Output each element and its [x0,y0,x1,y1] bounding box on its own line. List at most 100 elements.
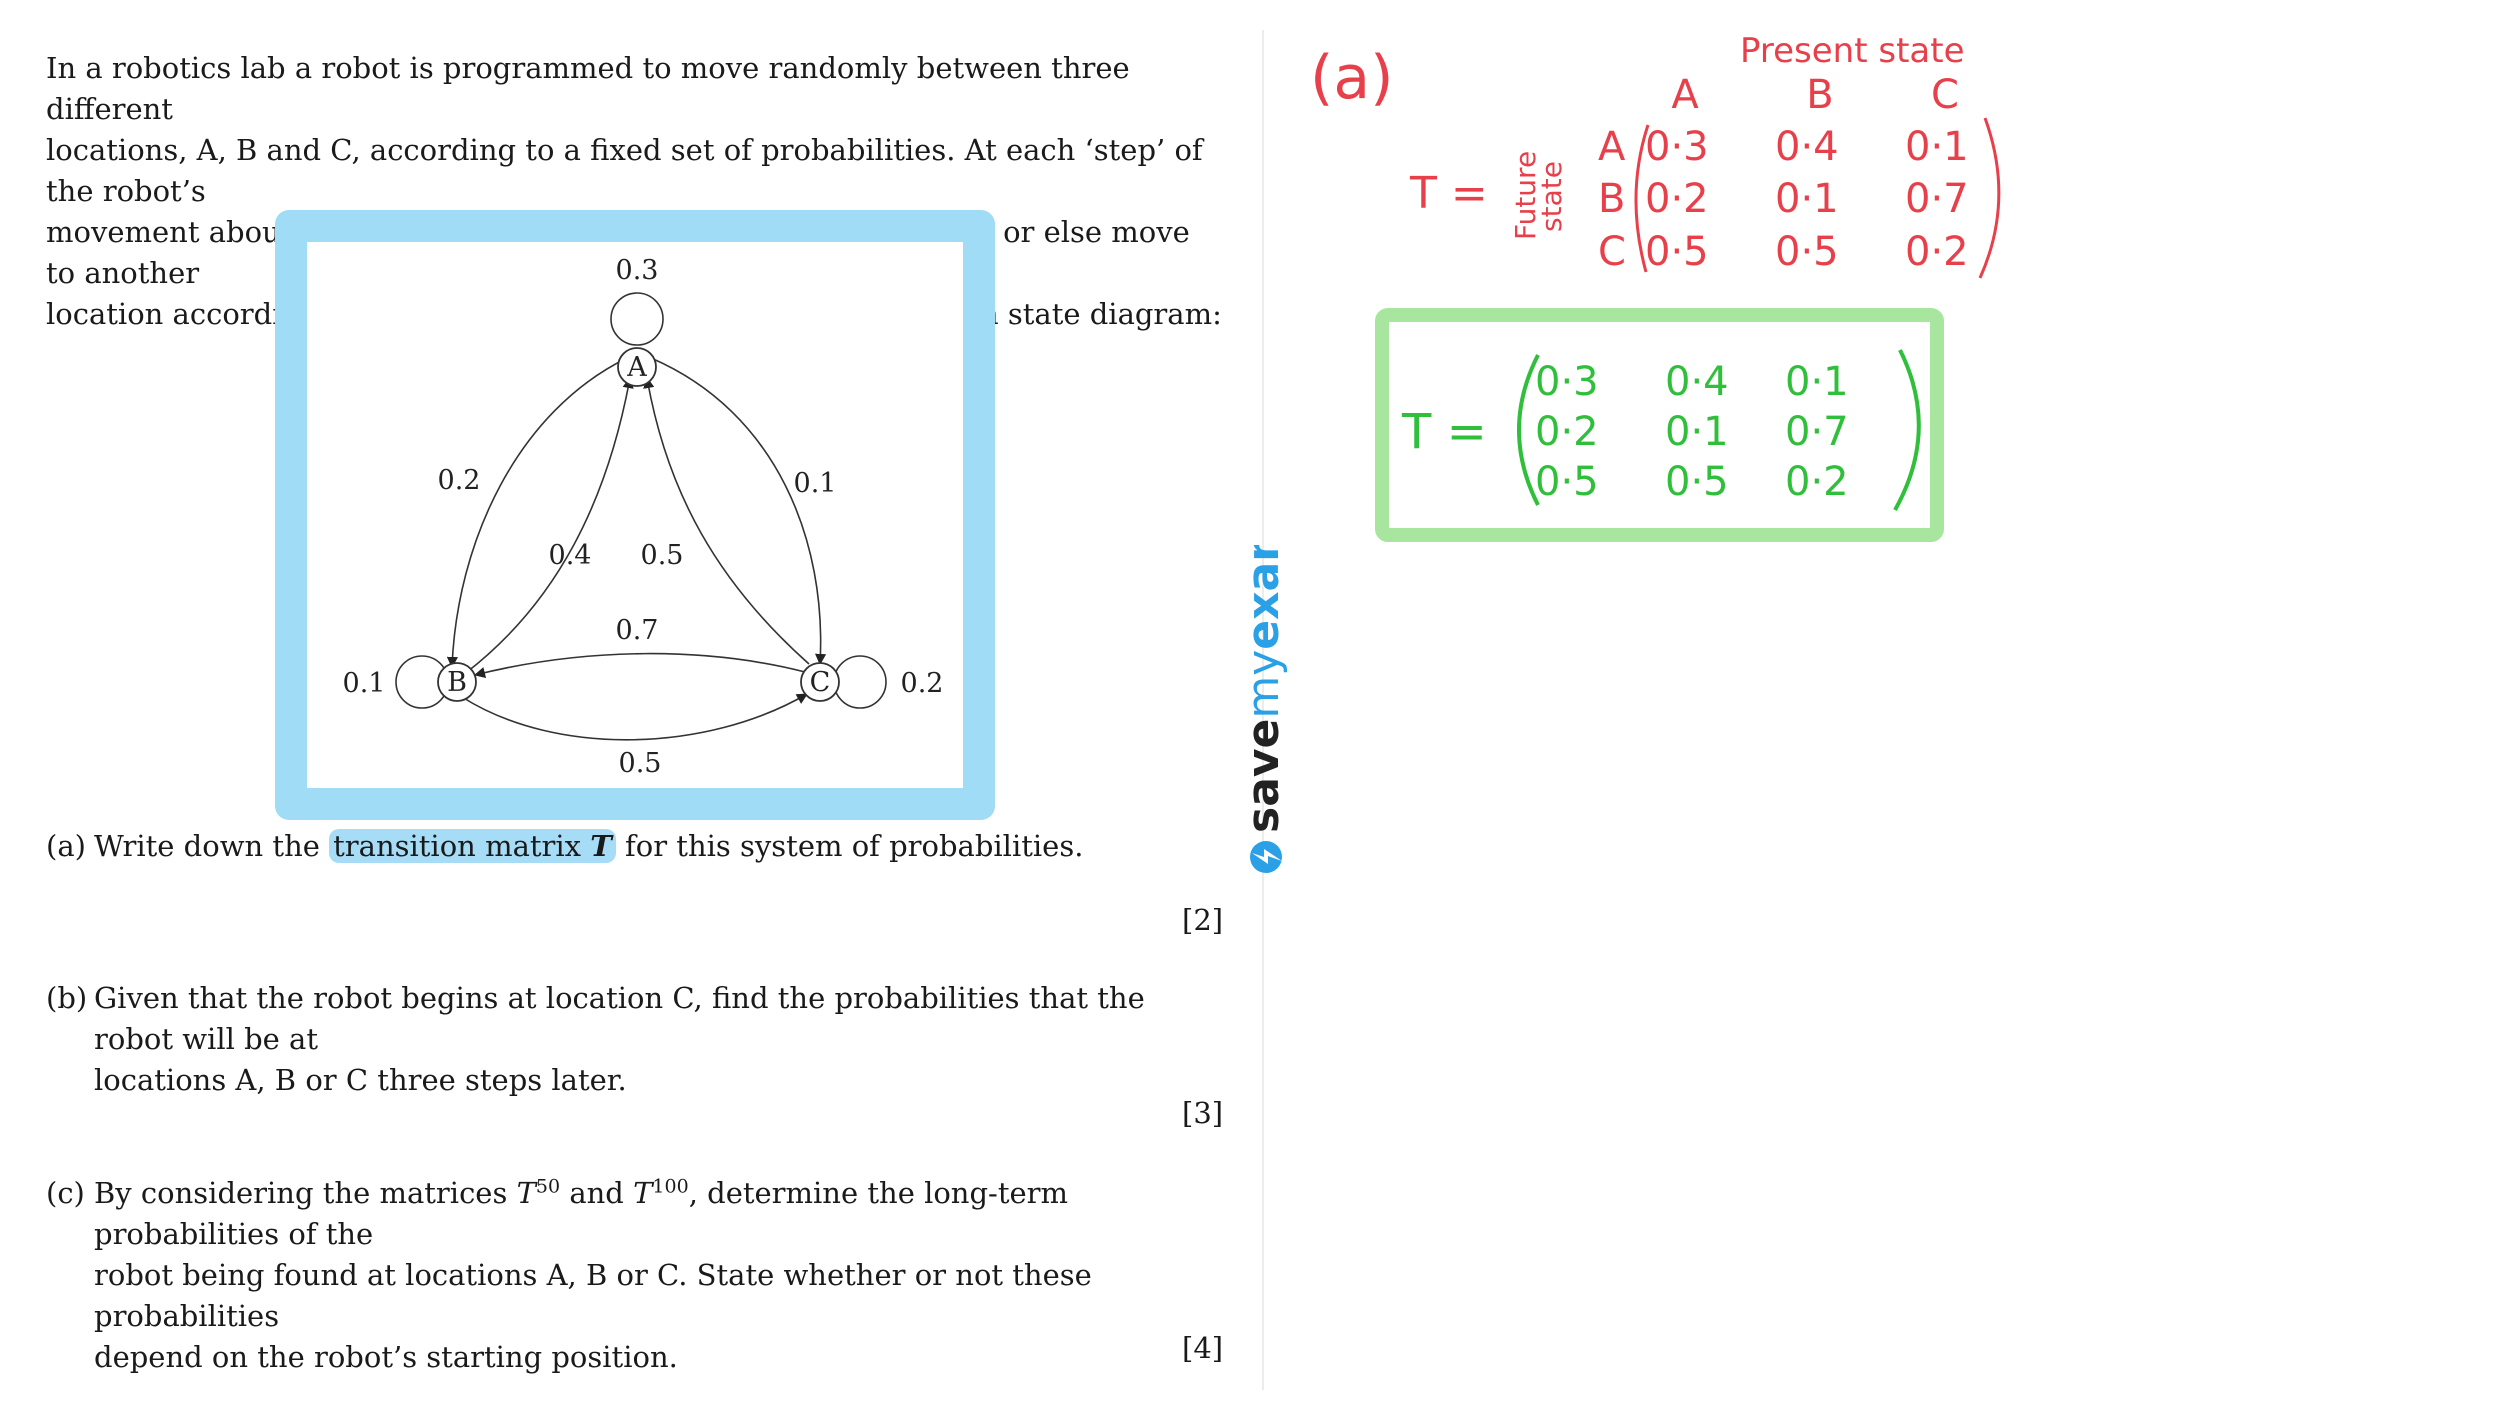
part-a-marks: [2] [1182,903,1224,937]
a-0-2: 0·1 [1785,359,1849,405]
matrix-symbol: T [590,829,612,863]
future-word: Future [1509,151,1542,240]
node-label-B: B [447,667,467,698]
part-c-text: By considering the matrices T50 and T100… [94,1173,1246,1378]
m-2-2: 0·2 [1905,229,1969,275]
working-left-bracket [1634,124,1650,273]
answer-left-bracket [1517,354,1540,506]
working-right-bracket [1978,117,2001,279]
m-1-1: 0·1 [1775,176,1839,222]
working-brackets [1634,117,2001,279]
part-b-line: locations A, B or C three steps later. [94,1063,627,1097]
label-AA: 0.3 [616,255,659,286]
part-c-and: and [560,1176,634,1210]
m-0-1: 0·4 [1775,124,1839,170]
row-label-B: B [1598,176,1625,222]
edge-B-A-inner [466,376,634,673]
m-0-0: 0·3 [1645,124,1709,170]
label-AB-outer: 0.2 [438,465,481,496]
edge-C-B-top [473,652,806,678]
logo-save: save [1238,719,1289,833]
logo-group: savemyexams [1238,545,1289,873]
logo-my: my [1238,650,1289,719]
col-label-C: C [1931,72,1959,118]
node-B [437,662,477,702]
a-2-0: 0·5 [1535,459,1599,505]
label-AC-outer: 0.1 [794,468,837,499]
a-0-1: 0·4 [1665,359,1729,405]
transition-matrix-highlight: transition matrix T [329,829,616,863]
part-c-marks: [4] [1182,1331,1224,1365]
part-b-line: Given that the robot begins at location … [94,981,1145,1056]
answer-right-bracket [1893,349,1921,511]
diagram-highlight-frame: A B C 0.3 0.2 0.1 0.4 0.5 0.7 0.5 0.1 0.… [275,210,995,820]
part-a-text: Write down the transition matrix T for t… [94,826,1226,867]
intro-line: In a robotics lab a robot is programmed … [46,51,1130,126]
label-BB: 0.1 [343,668,386,699]
part-b-marks: [3] [1182,1096,1224,1130]
edge-A-C-outer [650,357,827,666]
exponent-50: 50 [535,1175,561,1198]
solution-part-label: (a) [1310,43,1394,113]
loop-A [610,292,664,346]
part-b-label: (b) [46,981,88,1015]
label-BC-bottom: 0.5 [619,748,662,779]
node-label-C: C [810,667,831,698]
col-label-A: A [1671,72,1699,118]
m-1-2: 0·7 [1905,176,1969,222]
part-a-text-before: Write down the [94,829,330,863]
part-c-line: robot being found at locations A, B or C… [94,1258,1092,1333]
solution-area: (a) Present state A B C T = Future state… [1310,31,2001,542]
future-state-label: Future state [1509,151,1568,240]
matrix-T: T [516,1176,536,1210]
loop-C [833,655,887,709]
intro-line: locations, A, B and C, according to a fi… [46,133,1203,208]
part-a-label: (a) [46,829,86,863]
transition-state-diagram: A B C 0.3 0.2 0.1 0.4 0.5 0.7 0.5 0.1 0.… [307,242,963,788]
a-1-2: 0·7 [1785,409,1849,455]
part-c-line: depend on the robot’s starting position. [94,1340,678,1374]
present-state-header: Present state [1740,31,1965,71]
answer-brackets [1517,349,1921,511]
a-2-2: 0·2 [1785,459,1849,505]
node-label-A: A [626,352,647,383]
a-1-0: 0·2 [1535,409,1599,455]
part-c: (c) By considering the matrices T50 and … [46,1173,1246,1378]
part-c-text-before: By considering the matrices [94,1176,517,1210]
matrix-T: T [633,1176,653,1210]
label-CB-top: 0.7 [616,615,659,646]
row-label-A: A [1598,124,1626,170]
answer-T-label: T = [1401,404,1487,460]
edge-C-A-inner [643,376,810,665]
logo-wordmark: savemyexams [1238,545,1289,833]
part-a-text-after: for this system of probabilities. [615,829,1084,863]
save-my-exams-logo: savemyexams [1238,545,1289,873]
edge-A-B-outer [446,357,628,669]
a-1-1: 0·1 [1665,409,1729,455]
part-b: (b) Given that the robot begins at locat… [46,978,1226,1101]
a-0-0: 0·3 [1535,359,1599,405]
m-2-1: 0·5 [1775,229,1839,275]
diagram-svg: A B C 0.3 0.2 0.1 0.4 0.5 0.7 0.5 0.1 0.… [343,255,944,779]
m-2-0: 0·5 [1645,229,1709,275]
page-divider [1262,30,1264,1390]
answer-box [1375,308,1944,542]
working-group: (a) Present state A B C T = Future state… [1310,31,1969,275]
row-label-C: C [1598,229,1626,275]
a-2-1: 0·5 [1665,459,1729,505]
part-c-text-after: , determine the long-term probabilities … [94,1176,1069,1251]
col-label-B: B [1806,72,1833,118]
T-label: T = [1409,168,1488,219]
label-CC: 0.2 [901,668,944,699]
part-b-text: Given that the robot begins at location … [94,978,1226,1101]
lightning-bolt-icon [1252,849,1282,864]
part-c-label: (c) [46,1176,85,1210]
m-1-0: 0·2 [1645,176,1709,222]
edge-B-C-bottom [461,693,808,741]
logo-exams: exams [1238,545,1289,650]
answer-group: T = 0·3 0·4 0·1 0·2 0·1 0·7 0·5 0·5 0·2 [1401,359,1849,505]
diagram-nodes: A B C [437,347,840,702]
exponent-100: 100 [652,1175,689,1198]
edge-labels: 0.3 0.2 0.1 0.4 0.5 0.7 0.5 0.1 0.2 [343,255,944,779]
state-word: state [1535,161,1568,232]
